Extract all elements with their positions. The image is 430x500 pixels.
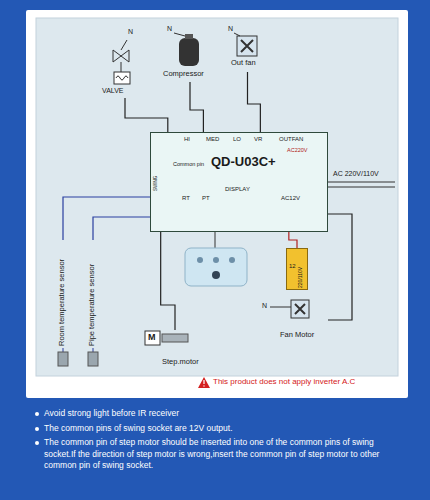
display-led: [213, 257, 219, 263]
sensor-probe: [88, 352, 98, 366]
sensor-probes: [58, 348, 98, 366]
white-panel: [26, 10, 408, 398]
out-fan-text: Out fan: [231, 59, 256, 68]
control-board-text: LO: [233, 136, 241, 143]
warning-mark: [203, 380, 204, 384]
control-board-text: QD-U03C+: [211, 155, 276, 170]
out-fan-symbol: [234, 33, 257, 56]
step-motor-symbol: [145, 331, 188, 345]
wire: [125, 98, 168, 132]
valve-squiggle: [116, 76, 128, 80]
wire: [328, 214, 352, 320]
room-sensor: Room temperature sensor: [55, 240, 71, 348]
compressor-symbol: [174, 33, 199, 66]
pipe-sensor-text: Pipe temperature sensor: [88, 264, 97, 346]
transformer-text: 220/110V: [298, 267, 304, 288]
wire: [161, 232, 175, 330]
pipe-sensor: Pipe temperature sensor: [85, 240, 101, 348]
wire: [190, 82, 203, 132]
valve-body: [113, 50, 129, 62]
neutral-label: N: [167, 25, 172, 33]
mains-label: AC 220V/110V: [333, 170, 379, 178]
fan-box: [237, 36, 257, 56]
compressor-top: [185, 34, 193, 39]
motor-body: [162, 334, 188, 342]
valve: VALVE: [100, 40, 150, 98]
step-motor-text: M: [148, 332, 156, 342]
warning-triangle: [198, 377, 210, 388]
ir-receiver: [212, 271, 220, 279]
neutral-wire: [121, 40, 127, 50]
control-board-text: SWING: [153, 176, 158, 191]
fan-motor-symbol: [270, 300, 309, 318]
diagram-panel: [36, 18, 398, 376]
neutral-wire: [234, 33, 240, 36]
wire: [248, 72, 261, 132]
control-board-text: PT: [202, 195, 210, 202]
note-text: The common pin of step motor should be i…: [44, 437, 396, 472]
sensor-lead: [93, 348, 94, 352]
step-motor: M Step.motor: [140, 330, 210, 372]
fan-blades: [295, 304, 305, 314]
transformer: 12220/110V: [286, 248, 308, 290]
neutral-wire: [174, 33, 185, 36]
control-board-text: VR: [254, 136, 262, 143]
display-led: [197, 257, 203, 263]
fan-blades: [241, 40, 253, 52]
warning-text: This product does not apply inverter A.C: [213, 377, 355, 386]
control-board-text: OUTFAN: [279, 136, 303, 143]
motor-box: [145, 331, 160, 345]
mains-wire: [328, 182, 395, 183]
warning-dot: [203, 385, 204, 386]
neutral-label: N: [128, 28, 133, 36]
control-board-text: AC220V: [287, 147, 308, 153]
fan-motor-text: Fan Motor: [280, 331, 314, 340]
fan-box: [291, 300, 309, 318]
note-text: The common pins of swing socket are 12V …: [44, 423, 396, 435]
control-board-text: MED: [206, 136, 219, 143]
control-board-text: AC12V: [281, 195, 300, 202]
display-receiver: [185, 232, 247, 286]
display-board: [185, 248, 247, 286]
valve-text: VALVE: [102, 87, 124, 95]
neutral-wire: [270, 307, 291, 308]
transformer-text: 12: [289, 263, 296, 270]
step-motor-text: Step.motor: [162, 358, 199, 367]
room-sensor-text: Room temperature sensor: [58, 259, 67, 346]
wire: [63, 197, 150, 240]
control-board-text: Common pin: [173, 161, 204, 167]
control-board-text: RT: [182, 195, 190, 202]
control-board: QD-U03C+ HI MED LO VR OUTFAN AC220V Common pinS…: [150, 132, 328, 232]
display-wire: [215, 232, 216, 248]
valve-symbol: [113, 40, 130, 84]
fan-motor: Fan Motor: [272, 296, 328, 344]
warning-icon: [198, 377, 210, 388]
sensor-lead: [63, 348, 64, 352]
mains-wire: [328, 187, 395, 188]
out-fan: Out fan: [225, 32, 270, 72]
valve-stem: [121, 62, 122, 72]
wire: [93, 217, 150, 240]
mains-wires: [328, 182, 395, 187]
control-board-text: DISPLAY: [225, 186, 250, 193]
neutral-label: N: [262, 302, 267, 310]
sensor-probe: [58, 352, 68, 366]
notes: Avoid strong light before IR receiverThe…: [44, 408, 396, 475]
neutral-label: N: [228, 25, 233, 33]
compressor-text: Compressor: [163, 70, 204, 79]
valve-coil: [114, 72, 130, 84]
wire: [289, 232, 297, 248]
compressor-body: [179, 38, 199, 66]
compressor: Compressor: [160, 32, 220, 82]
note-text: Avoid strong light before IR receiver: [44, 408, 396, 420]
display-led: [229, 257, 235, 263]
control-board-text: HI: [184, 136, 190, 143]
